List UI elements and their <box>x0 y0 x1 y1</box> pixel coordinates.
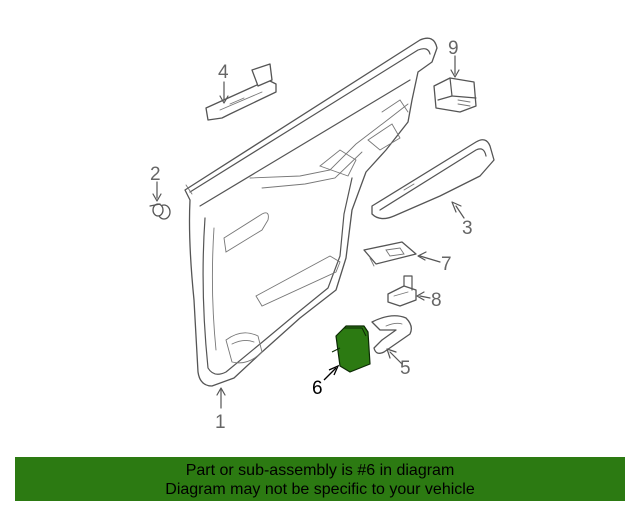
part-6-highlighted <box>323 325 371 381</box>
leader-line-3 <box>455 205 465 219</box>
callout-1: 1 <box>215 412 226 433</box>
part-bracket <box>205 63 277 121</box>
leader-line-8 <box>419 295 431 299</box>
leader-line-6 <box>323 367 337 381</box>
callout-8: 8 <box>431 290 442 311</box>
part-clip <box>149 181 171 220</box>
part-armrest <box>371 139 495 220</box>
callout-4: 4 <box>218 62 229 83</box>
parts-diagram: 1 2 3 4 5 6 7 8 9 <box>149 37 495 433</box>
callout-2: 2 <box>150 164 161 185</box>
callout-5: 5 <box>400 358 411 379</box>
banner-line-1: Part or sub-assembly is #6 in diagram <box>185 462 455 479</box>
callout-3: 3 <box>462 218 473 239</box>
callout-7: 7 <box>441 254 452 275</box>
banner-line-2: Diagram may not be specific to your vehi… <box>165 481 475 498</box>
info-banner: Part or sub-assembly is #6 in diagram Di… <box>15 457 625 501</box>
leader-line-5 <box>389 351 403 365</box>
part-plate <box>363 241 441 267</box>
part-handle <box>371 315 412 365</box>
callout-6: 6 <box>312 378 323 399</box>
callout-9: 9 <box>448 38 459 59</box>
part-switch <box>433 55 477 113</box>
part-door-trim-panel <box>184 37 438 409</box>
leader-line-7 <box>419 255 441 263</box>
part-retainer <box>387 275 431 307</box>
